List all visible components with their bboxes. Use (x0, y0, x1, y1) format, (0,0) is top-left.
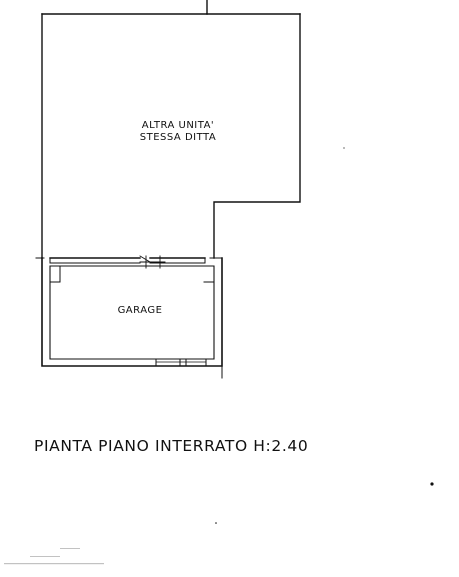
scan-noise (60, 548, 80, 549)
speck (430, 482, 434, 486)
other-unit-label-line2: STESSA DITTA (139, 132, 217, 143)
scan-noise (30, 556, 60, 557)
speck (215, 522, 217, 524)
plan-title: PIANTA PIANO INTERRATO H:2.40 (34, 437, 309, 455)
upper-unit-right-wall (213, 13, 301, 259)
opening-mark (139, 255, 166, 269)
garage-outer-wall (41, 257, 223, 367)
scan-noise (4, 563, 104, 565)
garage-column-right (203, 265, 215, 283)
other-unit-label-line1: ALTRA UNITA' (141, 120, 215, 131)
speck (343, 147, 345, 149)
upper-unit-wall (41, 0, 208, 15)
garage-door (155, 358, 207, 367)
garage-column-left (49, 265, 61, 283)
garage-label: GARAGE (117, 305, 163, 316)
garage-inner-wall (49, 265, 215, 360)
